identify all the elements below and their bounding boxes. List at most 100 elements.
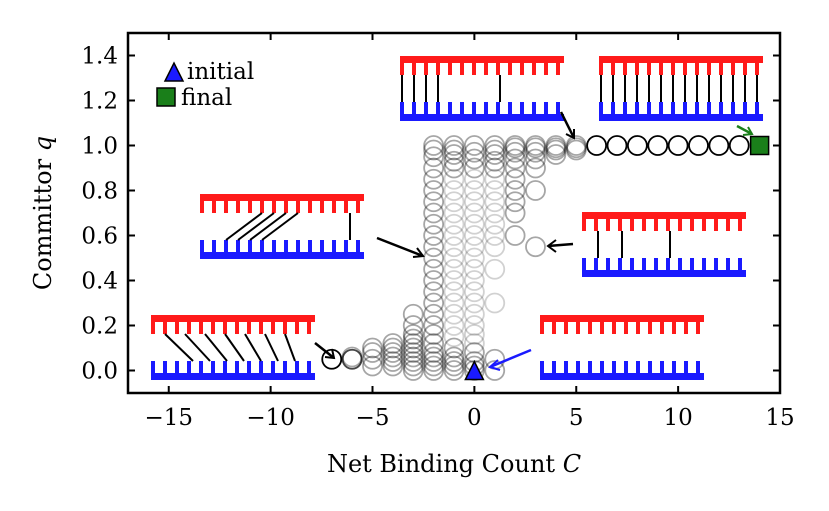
inset-top-center-lower-strand — [400, 102, 564, 121]
scatter-point — [463, 213, 485, 235]
strand-tooth — [654, 219, 658, 231]
strand-schematics — [151, 56, 763, 380]
scatter-point — [423, 139, 445, 161]
scatter-point — [463, 315, 485, 336]
y-tick-label: 0.2 — [81, 314, 118, 340]
scatter-point — [463, 180, 485, 201]
strand-tooth — [163, 361, 167, 373]
arrow-final-head — [742, 126, 754, 136]
plot-frame — [126, 31, 782, 395]
strand-tooth — [151, 322, 155, 334]
scatter-point — [463, 148, 485, 170]
scatter-point — [402, 328, 424, 350]
strand-tooth — [199, 361, 203, 373]
strand-tooth — [260, 201, 264, 213]
scatter-point — [463, 225, 485, 246]
arrow-bottom-left-head — [324, 348, 336, 360]
strand-backbone — [582, 270, 746, 277]
strand-tooth — [606, 219, 610, 231]
scatter-point — [463, 303, 485, 325]
scatter-point — [504, 141, 526, 163]
scatter-point — [463, 270, 485, 291]
strand-tooth — [295, 361, 299, 373]
strand-link — [249, 212, 287, 241]
strand-backbone — [151, 373, 315, 380]
arrow-right-mid — [547, 242, 574, 248]
strand-tooth — [683, 63, 687, 75]
x-tick-label: 5 — [569, 405, 584, 431]
strand-tooth — [212, 201, 216, 213]
inset-bottom-right-lower-strand — [540, 361, 704, 380]
strand-backbone — [582, 212, 746, 219]
strand-tooth — [564, 361, 568, 373]
strand-tooth — [248, 201, 252, 213]
strand-tooth — [635, 102, 639, 114]
strand-link — [184, 333, 211, 362]
scatter-point — [504, 168, 526, 190]
scatter-point — [443, 351, 465, 372]
strand-tooth — [755, 63, 759, 75]
scatter-point — [443, 139, 465, 161]
strand-tooth — [684, 322, 688, 334]
strand-tooth — [552, 322, 556, 334]
strand-tooth — [235, 322, 239, 334]
strand-tooth — [618, 219, 622, 231]
strand-link — [264, 333, 279, 362]
strand-tooth — [540, 322, 544, 334]
strand-tooth — [695, 63, 699, 75]
legend-final-label: final — [181, 85, 232, 111]
strand-tooth — [235, 361, 239, 373]
scatter-point — [402, 324, 424, 345]
strand-tooth — [247, 361, 251, 373]
scatter-point — [463, 168, 485, 190]
strand-backbone — [400, 56, 564, 63]
scatter-point — [341, 348, 363, 370]
inset-top-right-upper-strand — [599, 56, 763, 75]
strand-tooth — [223, 322, 227, 334]
scatter-point — [321, 348, 343, 370]
strand-tooth — [624, 361, 628, 373]
strand-tooth — [271, 322, 275, 334]
legend-initial-triangle-icon — [163, 61, 185, 82]
scatter-point — [484, 139, 506, 161]
x-tick-label: −15 — [144, 405, 193, 431]
scatter-point — [443, 213, 465, 235]
strand-tooth — [436, 102, 440, 114]
strand-tooth — [600, 361, 604, 373]
x-axis-label: Net Binding Count C — [327, 450, 581, 478]
scatter-point — [423, 202, 445, 224]
strand-tooth — [508, 63, 512, 75]
arrow-right-mid-head — [546, 239, 557, 253]
strand-tooth — [484, 102, 488, 114]
strand-tooth — [648, 322, 652, 334]
strand-tooth — [307, 361, 311, 373]
strand-tooth — [284, 201, 288, 213]
strand-tooth — [520, 102, 524, 114]
strand-tooth — [412, 102, 416, 114]
scatter-point — [484, 191, 506, 213]
strand-tooth — [460, 102, 464, 114]
scatter-point — [443, 326, 465, 348]
strand-link — [225, 212, 263, 241]
strand-tooth — [636, 361, 640, 373]
scatter-point — [443, 360, 465, 381]
scatter-point — [484, 292, 506, 314]
strand-tooth — [731, 63, 735, 75]
arrow-left-mid — [376, 236, 424, 258]
strand-tooth — [647, 63, 651, 75]
scatter-point — [423, 292, 445, 314]
initial-marker — [464, 359, 485, 381]
scatter-point — [423, 180, 445, 201]
strand-link — [261, 212, 299, 241]
scatter-point — [504, 225, 526, 246]
arrow-final — [736, 124, 753, 136]
strand-tooth — [272, 240, 276, 252]
strand-tooth — [599, 63, 603, 75]
arrow-left-mid-head — [412, 247, 425, 258]
strand-tooth — [659, 102, 663, 114]
inset-bottom-right-upper-strand — [540, 315, 704, 334]
strand-tooth — [612, 322, 616, 334]
scatter-point — [443, 168, 465, 190]
strand-tooth — [200, 240, 204, 252]
